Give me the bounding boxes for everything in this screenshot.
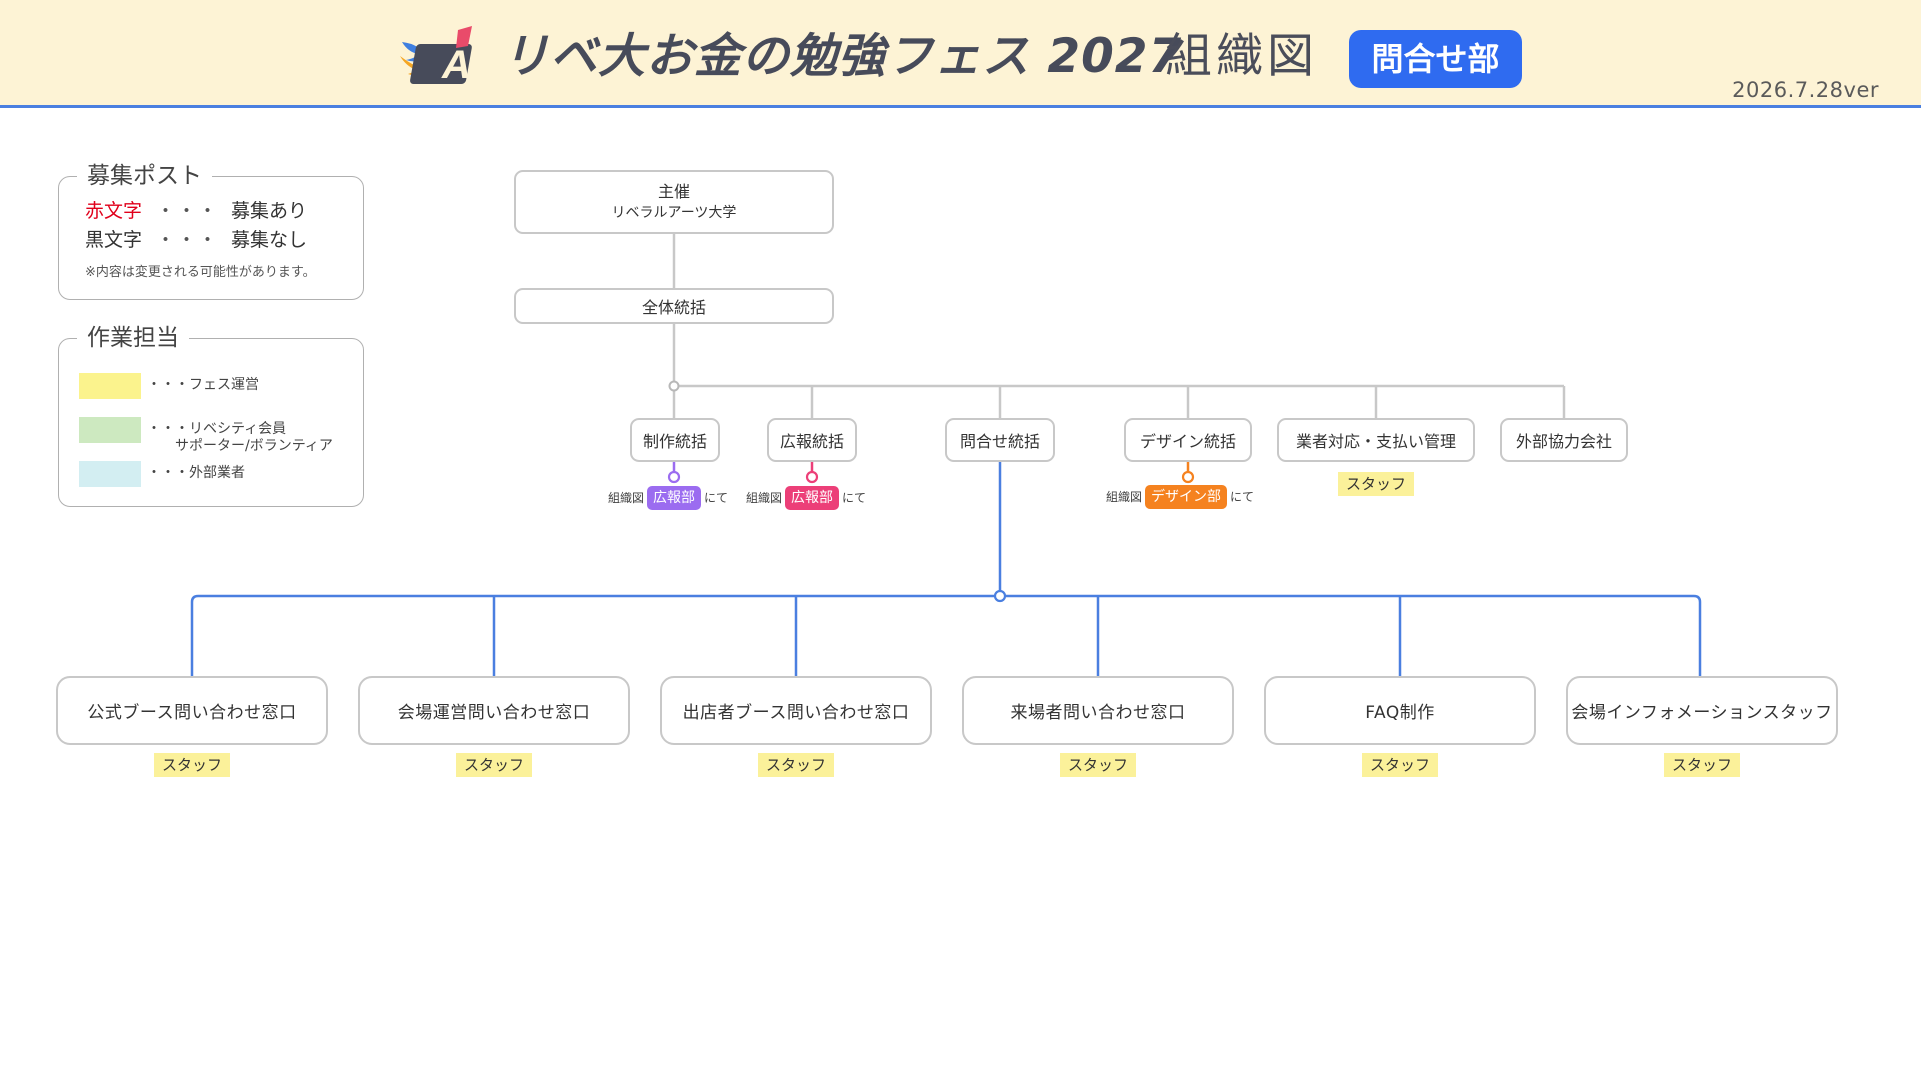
staff-tag: スタッフ xyxy=(456,753,532,777)
legend-work: 作業担当 ・・・フェス運営 ・・・リベシティ会員 サポーター/ボランティア ・・… xyxy=(58,323,364,507)
division-label: 外部協力会社 xyxy=(1515,432,1612,451)
legend-red-desc: 募集あり xyxy=(231,200,308,222)
division-label: 制作統括 xyxy=(642,432,707,451)
libe-logo-icon: A xyxy=(400,26,472,87)
ref-suffix: にて xyxy=(704,491,729,505)
division-pr: 広報統括 xyxy=(767,418,857,462)
division-label: 業者対応・支払い管理 xyxy=(1295,432,1456,451)
legend-row-black: 黒文字・・・募集なし xyxy=(85,228,307,252)
ref-pill: デザイン部 xyxy=(1145,485,1228,509)
division-vendor: 業者対応・支払い管理 xyxy=(1277,418,1475,462)
legend-note: ※内容は変更される可能性があります。 xyxy=(85,265,316,280)
festival-title: リベ大お金の勉強フェス 2027 xyxy=(502,29,1183,84)
swatch-label-member: ・・・リベシティ会員 xyxy=(147,421,287,437)
team-label: 来場者問い合わせ窓口 xyxy=(1010,703,1186,723)
division-design: デザイン統括 xyxy=(1124,418,1252,462)
team-venue-info: 会場インフォメーションスタッフ xyxy=(1566,676,1838,745)
team-faq: FAQ制作 xyxy=(1264,676,1536,745)
swatch-label-external: ・・・外部業者 xyxy=(147,465,245,481)
org-ref-pr: 組織図広報部にて xyxy=(746,486,866,510)
staff-tag: スタッフ xyxy=(1338,472,1414,496)
ref-suffix: にて xyxy=(842,491,867,505)
ref-prefix: 組織図 xyxy=(608,491,645,505)
page-subtitle: 組織図 xyxy=(1165,29,1318,84)
legend-black-label: 黒文字 xyxy=(85,229,143,251)
ref-suffix: にて xyxy=(1230,490,1255,504)
swatch-external xyxy=(79,461,141,487)
team-label: 公式ブース問い合わせ窓口 xyxy=(87,703,297,723)
header-bar: A リベ大お金の勉強フェス 2027 組織図 問合せ部 2026.7.28ver xyxy=(0,0,1921,108)
division-label: デザイン統括 xyxy=(1139,432,1236,451)
legend-red-label: 赤文字 xyxy=(85,200,143,222)
legend-dots: ・・・ xyxy=(156,229,220,251)
swatch-festival xyxy=(79,373,141,399)
team-label: 出店者ブース問い合わせ窓口 xyxy=(682,703,910,723)
team-venue-ops: 会場運営問い合わせ窓口 xyxy=(358,676,630,745)
division-label: 広報統括 xyxy=(779,432,844,451)
legend-recruit-title: 募集ポスト xyxy=(77,161,212,191)
team-label: 会場インフォメーションスタッフ xyxy=(1571,703,1833,723)
version-label: 2026.7.28ver xyxy=(1732,78,1879,102)
staff-tag: スタッフ xyxy=(1664,753,1740,777)
team-visitor: 来場者問い合わせ窓口 xyxy=(962,676,1234,745)
swatch-member xyxy=(79,417,141,443)
organizer-box: 主催 リベラルアーツ大学 xyxy=(514,170,834,234)
department-badge: 問合せ部 xyxy=(1349,30,1522,88)
division-production: 制作統括 xyxy=(630,418,720,462)
team-label: FAQ制作 xyxy=(1365,703,1435,723)
organizer-name: リベラルアーツ大学 xyxy=(611,205,737,221)
staff-tag: スタッフ xyxy=(154,753,230,777)
overall-label: 全体統括 xyxy=(641,298,706,317)
division-partner: 外部協力会社 xyxy=(1500,418,1628,462)
legend-row-red: 赤文字・・・募集あり xyxy=(85,199,307,223)
team-label: 会場運営問い合わせ窓口 xyxy=(397,703,591,723)
svg-text:A: A xyxy=(441,43,471,87)
swatch-label-member-2: サポーター/ボランティア xyxy=(175,438,333,454)
ref-prefix: 組織図 xyxy=(1106,490,1143,504)
team-exhibitor-booth: 出店者ブース問い合わせ窓口 xyxy=(660,676,932,745)
ref-prefix: 組織図 xyxy=(746,491,783,505)
org-ref-design: 組織図デザイン部にて xyxy=(1106,485,1254,509)
legend-dots: ・・・ xyxy=(156,200,220,222)
legend-black-desc: 募集なし xyxy=(231,229,308,251)
overall-box: 全体統括 xyxy=(514,288,834,324)
org-ref-production: 組織図広報部にて xyxy=(608,486,728,510)
swatch-label-festival: ・・・フェス運営 xyxy=(147,377,259,393)
ref-pill: 広報部 xyxy=(647,486,702,510)
legend-work-title: 作業担当 xyxy=(77,323,189,353)
legend-recruit: 募集ポスト 赤文字・・・募集あり 黒文字・・・募集なし ※内容は変更される可能性… xyxy=(58,161,364,300)
organizer-title: 主催 xyxy=(657,182,690,201)
staff-tag: スタッフ xyxy=(1362,753,1438,777)
division-inquiry: 問合せ統括 xyxy=(945,418,1055,462)
staff-tag: スタッフ xyxy=(758,753,834,777)
team-official-booth: 公式ブース問い合わせ窓口 xyxy=(56,676,328,745)
ref-pill: 広報部 xyxy=(785,486,840,510)
division-label: 問合せ統括 xyxy=(959,432,1040,451)
staff-tag: スタッフ xyxy=(1060,753,1136,777)
